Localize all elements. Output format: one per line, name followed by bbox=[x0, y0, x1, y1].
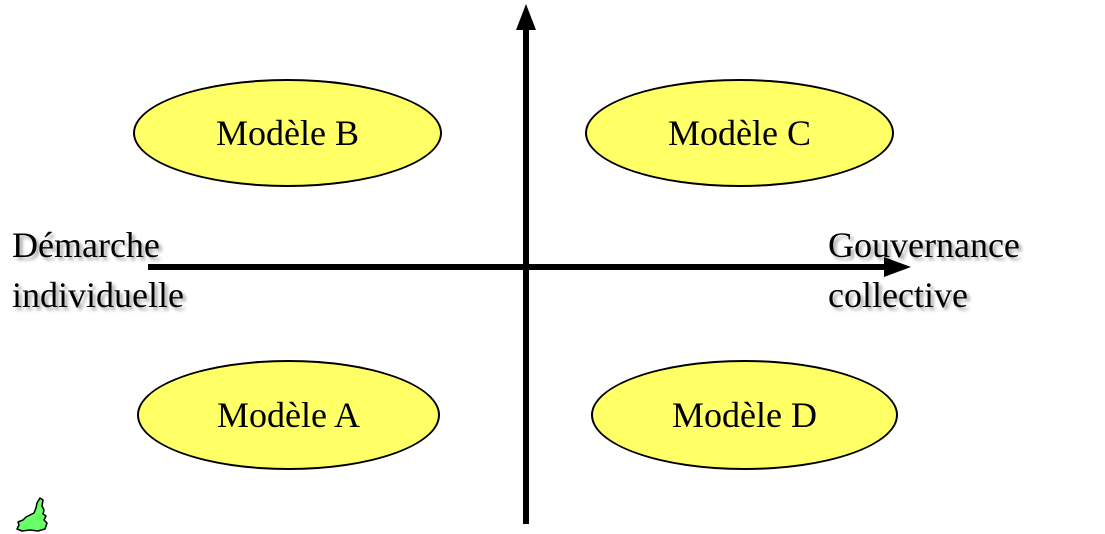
left-axis-label-line1: Démarche bbox=[12, 225, 160, 265]
model-c-ellipse: Modèle C bbox=[585, 79, 894, 187]
model-c-label: Modèle C bbox=[668, 113, 811, 153]
horizontal-axis-arrowhead bbox=[884, 257, 911, 277]
left-axis-label: Démarche individuelle bbox=[12, 220, 184, 320]
vertical-axis-arrowhead bbox=[516, 4, 536, 30]
corsica-island-icon bbox=[16, 497, 48, 532]
left-axis-label-line2: individuelle bbox=[12, 275, 184, 315]
model-d-label: Modèle D bbox=[672, 395, 817, 435]
model-b-ellipse: Modèle B bbox=[133, 79, 442, 187]
right-axis-label: Gouvernance collective bbox=[828, 220, 1020, 320]
model-a-ellipse: Modèle A bbox=[137, 360, 440, 470]
model-d-ellipse: Modèle D bbox=[591, 360, 898, 470]
model-a-label: Modèle A bbox=[217, 395, 360, 435]
right-axis-label-line2: collective bbox=[828, 275, 968, 315]
right-axis-label-line1: Gouvernance bbox=[828, 225, 1020, 265]
model-b-label: Modèle B bbox=[216, 113, 359, 153]
